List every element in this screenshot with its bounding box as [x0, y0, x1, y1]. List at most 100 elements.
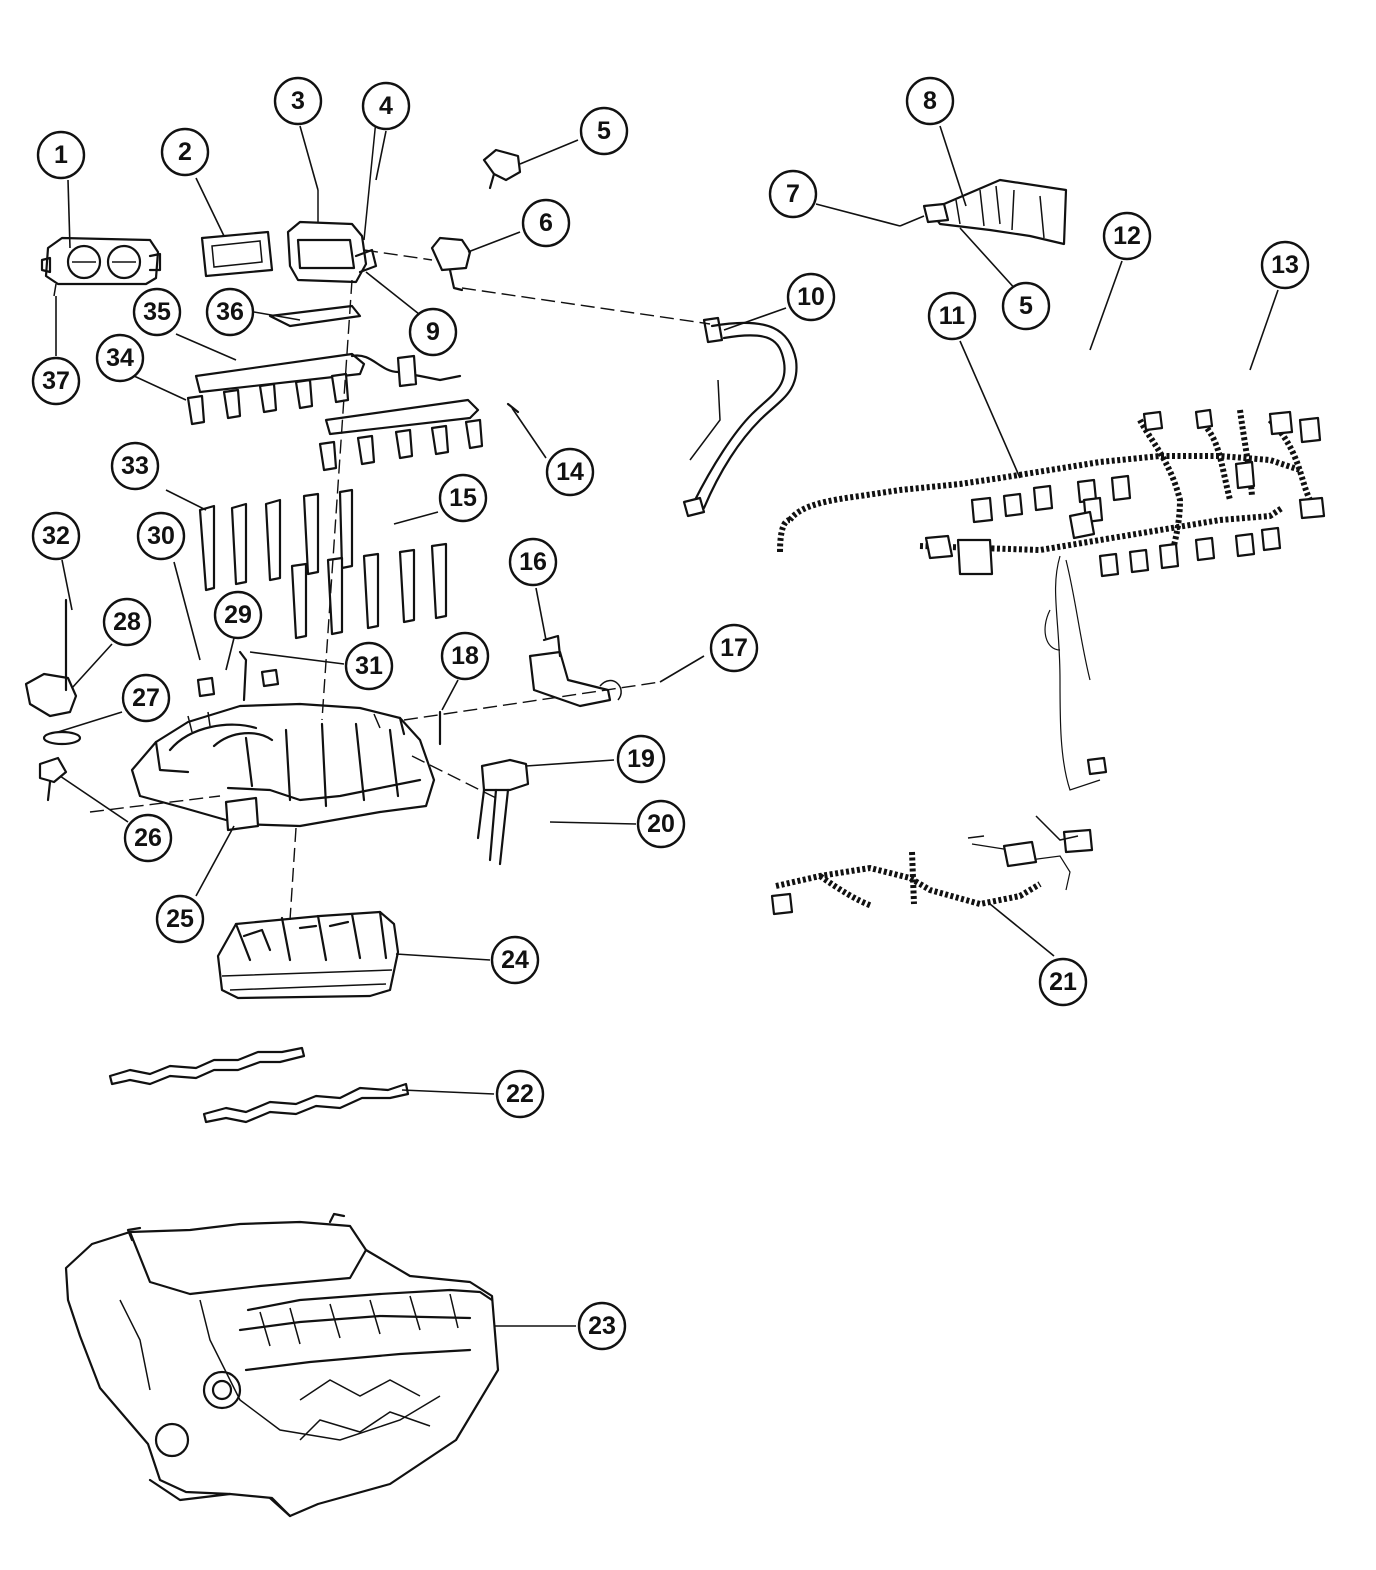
- alignment-lines: [89, 249, 711, 921]
- part-callout-36: 36: [205, 287, 255, 337]
- svg-text:17: 17: [720, 634, 748, 662]
- svg-text:21: 21: [1049, 968, 1077, 996]
- part-callout-22: 22: [495, 1069, 545, 1119]
- part-callout-25: 25: [155, 894, 205, 944]
- part-callout-2: 2: [160, 127, 210, 177]
- lower-intake-manifold-part: [216, 910, 400, 1000]
- part-callout-29: 29: [213, 590, 263, 640]
- svg-text:30: 30: [147, 522, 175, 550]
- part-callout-35: 35: [132, 287, 182, 337]
- part-callout-13: 13: [1260, 240, 1310, 290]
- svg-text:37: 37: [42, 367, 70, 395]
- part-callout-8: 8: [905, 76, 955, 126]
- svg-text:3: 3: [291, 87, 305, 115]
- svg-text:32: 32: [42, 522, 70, 550]
- part-callout-11: 11: [927, 291, 977, 341]
- part-callout-20: 20: [636, 799, 686, 849]
- throttle-body-part: [40, 236, 162, 297]
- throttle-body-gasket-part: [200, 230, 274, 278]
- svg-text:33: 33: [121, 452, 149, 480]
- svg-text:5: 5: [597, 117, 611, 145]
- svg-text:28: 28: [113, 608, 141, 636]
- part-callout-6: 6: [521, 198, 571, 248]
- sensor-part: [482, 148, 522, 190]
- part-callout-1: 1: [36, 130, 86, 180]
- part-callout-37: 37: [31, 356, 81, 406]
- fuel-injectors-part: [186, 372, 484, 472]
- svg-text:8: 8: [923, 87, 937, 115]
- svg-text:36: 36: [216, 298, 244, 326]
- svg-text:27: 27: [132, 684, 160, 712]
- svg-text:24: 24: [501, 946, 529, 974]
- thermostat-gasket-part: [42, 730, 82, 746]
- vacuum-hose-part: [682, 316, 798, 518]
- part-callout-32: 32: [31, 511, 81, 561]
- part-callout-34: 34: [95, 333, 145, 383]
- intake-manifold-gaskets-part: [108, 1046, 410, 1124]
- svg-text:12: 12: [1113, 222, 1141, 250]
- part-callout-14: 14: [545, 447, 595, 497]
- svg-text:31: 31: [355, 652, 383, 680]
- svg-text:20: 20: [647, 810, 675, 838]
- intake-manifold-part: [130, 650, 436, 832]
- part-callout-3: 3: [273, 76, 323, 126]
- part-callout-15: 15: [438, 473, 488, 523]
- svg-text:2: 2: [178, 138, 192, 166]
- engine-assembly-part: [64, 1212, 500, 1518]
- part-callout-4: 4: [361, 81, 411, 131]
- svg-text:1: 1: [54, 141, 68, 169]
- svg-text:16: 16: [519, 548, 547, 576]
- part-callout-9: 9: [408, 307, 458, 357]
- svg-text:5: 5: [1019, 292, 1033, 320]
- svg-text:19: 19: [627, 745, 655, 773]
- svg-text:25: 25: [166, 905, 194, 933]
- ignition-coils-part: [198, 488, 448, 640]
- svg-text:11: 11: [939, 302, 966, 330]
- part-callout-21: 21: [1038, 957, 1088, 1007]
- svg-text:29: 29: [224, 601, 252, 629]
- svg-text:10: 10: [797, 283, 825, 311]
- part-callout-33: 33: [110, 441, 160, 491]
- leader-lines: [55, 125, 1279, 1327]
- part-callout-19: 19: [616, 734, 666, 784]
- part-callout-5-right: 5: [1001, 281, 1051, 331]
- part-callout-24: 24: [490, 935, 540, 985]
- svg-text:23: 23: [588, 1312, 616, 1340]
- svg-text:35: 35: [143, 298, 171, 326]
- part-callout-10: 10: [786, 272, 836, 322]
- svg-text:18: 18: [451, 642, 479, 670]
- part-callout-18: 18: [440, 631, 490, 681]
- fuel-rail-bolt-part: [506, 402, 520, 414]
- part-callout-16: 16: [508, 537, 558, 587]
- svg-text:14: 14: [556, 458, 584, 486]
- mounting-bracket-part: [528, 634, 622, 708]
- part-callout-27: 27: [121, 673, 171, 723]
- part-callout-31: 31: [344, 641, 394, 691]
- thermostat-part: [38, 756, 68, 802]
- svg-text:7: 7: [786, 180, 800, 208]
- auxiliary-wiring-harness-part: [770, 815, 1094, 916]
- egr-valve-part: [430, 236, 472, 292]
- svg-text:34: 34: [106, 344, 134, 372]
- sensor-mounting-area-part: [899, 178, 1068, 246]
- svg-text:9: 9: [426, 318, 440, 346]
- throttle-body-adapter-part: [286, 119, 378, 284]
- thermostat-housing-part: [24, 598, 78, 718]
- part-callout-28: 28: [102, 597, 152, 647]
- part-callout-26: 26: [123, 813, 173, 863]
- engine-wiring-harness-part: [777, 408, 1326, 791]
- part-callout-7: 7: [768, 169, 818, 219]
- svg-text:4: 4: [379, 92, 393, 120]
- svg-text:15: 15: [449, 484, 477, 512]
- part-callout-23: 23: [577, 1301, 627, 1351]
- svg-text:6: 6: [539, 209, 553, 237]
- svg-text:13: 13: [1271, 251, 1299, 279]
- svg-text:22: 22: [506, 1080, 534, 1108]
- part-callout-5-upper: 5: [579, 106, 629, 156]
- part-callout-12: 12: [1102, 211, 1152, 261]
- sensor-pigtail-part: [476, 758, 530, 866]
- svg-text:26: 26: [134, 824, 162, 852]
- part-callout-30: 30: [136, 511, 186, 561]
- part-callout-17: 17: [709, 623, 759, 673]
